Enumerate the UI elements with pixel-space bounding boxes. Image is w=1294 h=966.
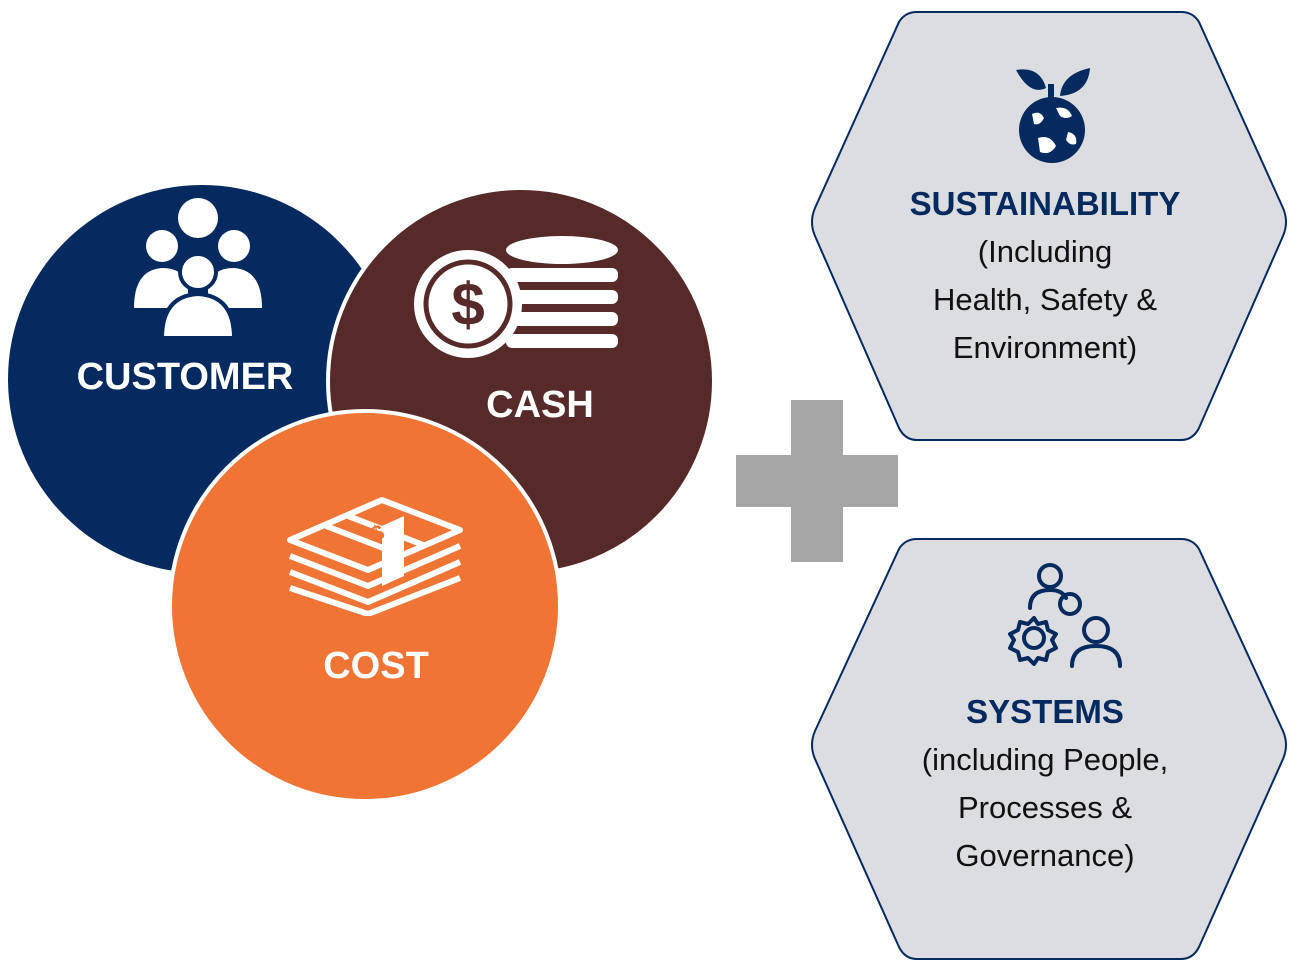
systems-subtitle-line-3: Governance) bbox=[955, 838, 1135, 873]
plus-icon bbox=[736, 400, 898, 562]
cost-circle bbox=[168, 409, 562, 803]
systems-subtitle-line-2: Processes & bbox=[957, 790, 1132, 825]
cash-label: CASH bbox=[486, 384, 594, 426]
customer-label: CUSTOMER bbox=[76, 356, 294, 398]
globe-plant-icon bbox=[1016, 68, 1090, 163]
sustainability-hexagon bbox=[811, 11, 1287, 441]
systems-hexagon bbox=[811, 538, 1287, 960]
dollar-coin-stack-icon: $ bbox=[414, 236, 618, 358]
sustainability-subtitle-line-3: Environment) bbox=[952, 330, 1138, 365]
people-group-icon bbox=[134, 198, 262, 340]
systems-text-block: SYSTEMS (including People, Processes & G… bbox=[850, 688, 1240, 880]
cost-label: COST bbox=[323, 645, 429, 687]
money-stack-icon: $ bbox=[287, 497, 463, 616]
systems-subtitle-line-1: (including People, bbox=[921, 742, 1169, 777]
sustainability-subtitle-line-2: Health, Safety & bbox=[932, 282, 1157, 317]
sustainability-text-block: SUSTAINABILITY (Including Health, Safety… bbox=[850, 180, 1240, 372]
sustainability-title: SUSTAINABILITY bbox=[909, 185, 1181, 222]
people-gear-icon bbox=[1008, 563, 1122, 668]
svg-text:$: $ bbox=[451, 271, 484, 338]
systems-title: SYSTEMS bbox=[966, 693, 1124, 730]
sustainability-subtitle-line-1: (Including bbox=[977, 234, 1113, 269]
